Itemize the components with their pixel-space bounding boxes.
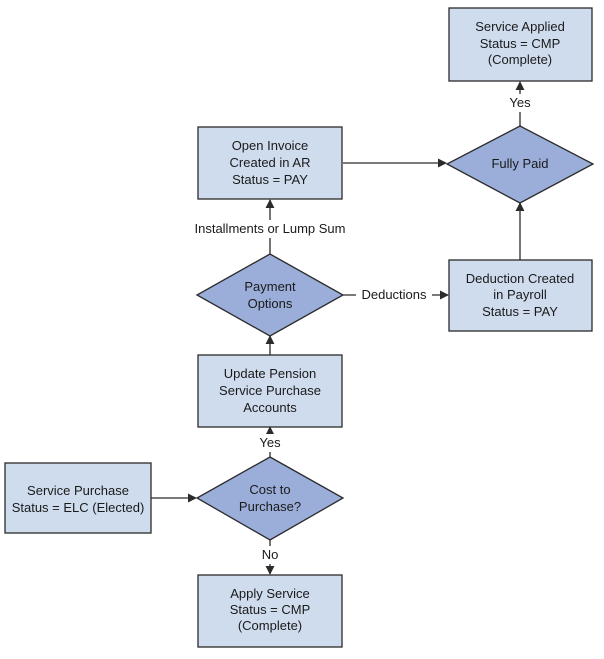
edge-label-no: No [262, 547, 279, 562]
node-service-purchase-line-2: Status = ELC (Elected) [12, 500, 145, 515]
edge-label-installments: Installments or Lump Sum [194, 221, 345, 236]
node-apply-service-line-1: Apply Service [230, 586, 309, 601]
decision-payment-options: Payment Options [195, 253, 345, 337]
node-update-pension-line-2: Service Purchase [219, 383, 321, 398]
decision-fully-paid: Fully Paid [445, 125, 595, 204]
edge-label-yes-update: Yes [259, 435, 281, 450]
decision-fully-paid-label: Fully Paid [491, 156, 548, 171]
node-update-pension-line-1: Update Pension [224, 366, 317, 381]
node-service-applied-line-2: Status = CMP [480, 36, 561, 51]
node-service-applied-line-3: (Complete) [488, 52, 552, 67]
node-update-pension-line-3: Accounts [243, 400, 297, 415]
node-apply-service: Apply Service Status = CMP (Complete) [197, 574, 343, 648]
node-service-applied-line-1: Service Applied [475, 19, 565, 34]
decision-payment-line-1: Payment [244, 279, 296, 294]
decision-cost-line-1: Cost to [249, 482, 290, 497]
node-deduction-created: Deduction Created in Payroll Status = PA… [448, 259, 593, 332]
node-open-invoice: Open Invoice Created in AR Status = PAY [197, 126, 343, 200]
node-open-invoice-line-1: Open Invoice [232, 138, 309, 153]
node-deduction-line-2: in Payroll [493, 287, 547, 302]
node-update-pension: Update Pension Service Purchase Accounts [197, 354, 343, 428]
node-open-invoice-line-3: Status = PAY [232, 172, 308, 187]
node-service-purchase-line-1: Service Purchase [27, 483, 129, 498]
node-service-purchase: Service Purchase Status = ELC (Elected) [4, 462, 152, 534]
edge-label-yes-applied: Yes [509, 95, 531, 110]
node-deduction-line-1: Deduction Created [466, 271, 574, 286]
decision-payment-line-2: Options [248, 296, 293, 311]
node-deduction-line-3: Status = PAY [482, 304, 558, 319]
decision-cost-to-purchase: Cost to Purchase? [195, 456, 345, 541]
node-apply-service-line-2: Status = CMP [230, 602, 311, 617]
decision-cost-line-2: Purchase? [239, 499, 301, 514]
node-apply-service-line-3: (Complete) [238, 618, 302, 633]
node-service-applied: Service Applied Status = CMP (Complete) [448, 7, 593, 82]
edge-label-deductions: Deductions [361, 287, 427, 302]
node-open-invoice-line-2: Created in AR [230, 155, 311, 170]
